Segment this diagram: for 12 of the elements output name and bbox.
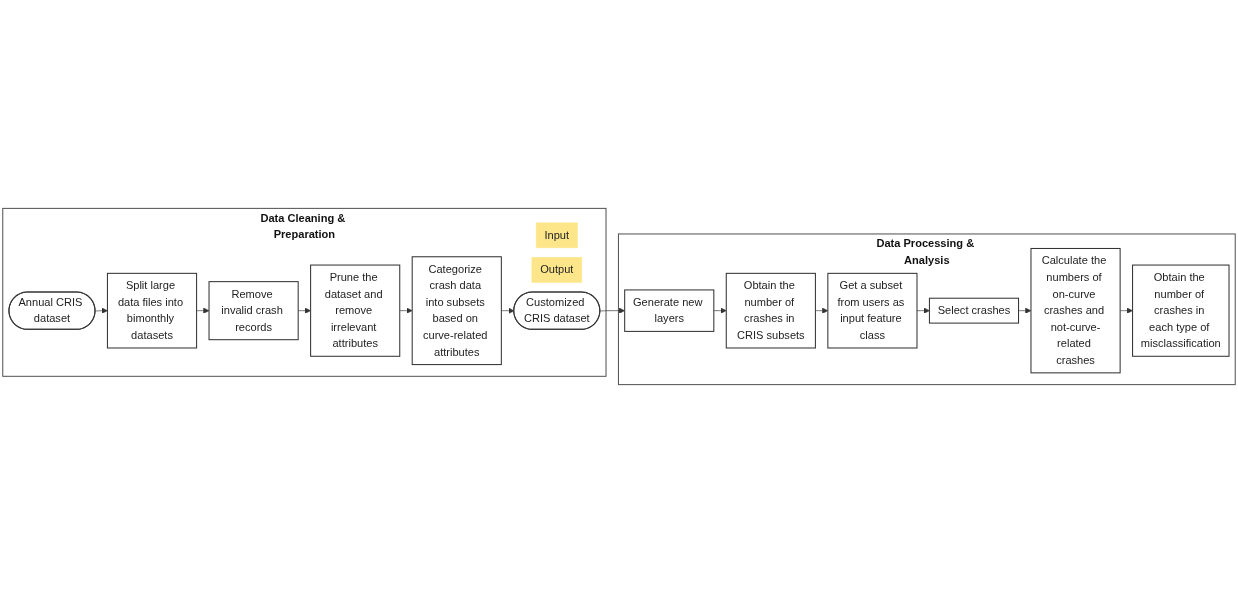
node-box: Obtain the number of crashes in CRIS subsets <box>725 272 816 349</box>
node-box: Input <box>535 222 578 249</box>
node-box: Prune the dataset and remove irrelevant attributes <box>310 264 401 357</box>
node-box: Select crashes <box>928 297 1020 324</box>
node-box: Categorize crash data into subsets based on curve-related attributes <box>411 256 502 366</box>
node-box: Obtain the number of crashes in each type of misclassification <box>1132 264 1230 357</box>
node-box: Remove invalid crash records <box>208 281 299 341</box>
node-box: Split large data files into bimonthly datasets <box>106 272 198 349</box>
node-box: Output <box>531 257 583 283</box>
node-box: Calculate the numbers of on-curve crashes and not-curve-related crashes <box>1030 247 1121 374</box>
node-box: Get a subset from users as input feature class <box>827 272 918 349</box>
node-box: Generate new layers <box>624 289 715 332</box>
